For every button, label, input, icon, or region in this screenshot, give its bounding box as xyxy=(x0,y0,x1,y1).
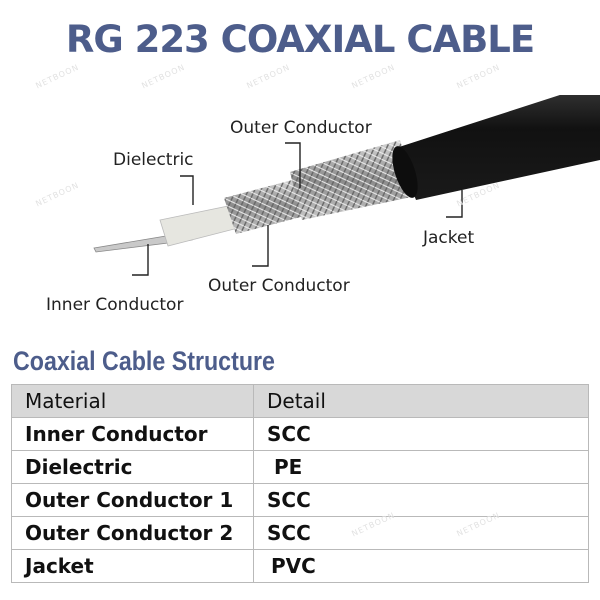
cell-detail: SCC xyxy=(253,417,589,451)
table-row: Outer Conductor 1 SCC xyxy=(11,483,589,517)
watermark: NETBOON xyxy=(245,62,292,91)
cell-detail: SCC xyxy=(253,483,589,517)
cell-material: Dielectric xyxy=(11,450,254,484)
cable-diagram: Outer Conductor Dielectric Jacket Outer … xyxy=(0,82,600,325)
cell-material: Outer Conductor 1 xyxy=(11,483,254,517)
cell-detail: SCC xyxy=(253,516,589,550)
label-jacket: Jacket xyxy=(423,228,475,248)
cell-material: Jacket xyxy=(11,549,254,583)
watermark: NETBOON xyxy=(350,62,397,91)
structure-table: Material Detail Inner Conductor SCC Diel… xyxy=(11,384,589,583)
table-row: Outer Conductor 2 SCC xyxy=(11,516,589,550)
watermark: NETBOON xyxy=(140,62,187,91)
table-row: Inner Conductor SCC xyxy=(11,417,589,451)
watermark: NETBOON xyxy=(455,62,502,91)
label-outer-conductor-top: Outer Conductor xyxy=(230,118,372,138)
page-title: RG 223 COAXIAL CABLE xyxy=(65,18,535,61)
header-detail: Detail xyxy=(253,384,589,418)
cell-material: Inner Conductor xyxy=(11,417,254,451)
header-material: Material xyxy=(11,384,254,418)
label-outer-conductor-bottom: Outer Conductor xyxy=(208,276,350,296)
jacket-shape xyxy=(396,82,600,200)
table-row: Dielectric PE xyxy=(11,450,589,484)
structure-title: Coaxial Cable Structure xyxy=(13,346,275,376)
label-dielectric: Dielectric xyxy=(113,150,194,170)
coaxial-cable-illustration xyxy=(93,82,600,276)
table-header-row: Material Detail xyxy=(11,384,589,418)
label-inner-conductor: Inner Conductor xyxy=(46,295,184,315)
cell-material: Outer Conductor 2 xyxy=(11,516,254,550)
table-row: Jacket PVC xyxy=(11,549,589,583)
watermark: NETBOON xyxy=(34,62,81,91)
cell-detail: PVC xyxy=(253,549,589,583)
cell-detail: PE xyxy=(253,450,589,484)
